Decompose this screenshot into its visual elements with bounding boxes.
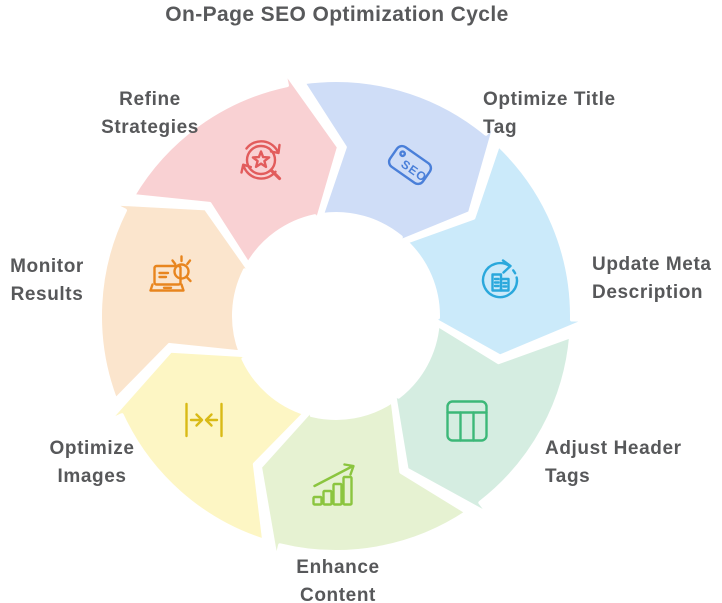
segment-label-line: Optimize	[49, 438, 135, 459]
laptop-search-icon	[149, 255, 193, 292]
segment-label-line: Results	[10, 284, 84, 305]
refresh-document-icon	[481, 259, 519, 299]
segment-label-line: Refine	[119, 89, 181, 110]
segment-label-line: Monitor	[10, 256, 84, 277]
header-table-icon	[446, 400, 488, 443]
compress-width-icon	[185, 402, 223, 438]
segment-label-line: Adjust Header	[545, 438, 682, 459]
segment-label-line: Description	[592, 282, 704, 303]
segment-label-line: Images	[57, 466, 127, 487]
seo-tag-icon: SEO	[387, 144, 432, 186]
cycle-arrow-optimize-title-tag	[301, 78, 499, 246]
cycle-arrow-refine-strategies	[130, 67, 341, 267]
cycle-arrow-adjust-header-tags	[391, 322, 574, 518]
segment-label-line: Tags	[545, 466, 591, 487]
segment-label-line: Tag	[483, 117, 518, 138]
cycle-arrow-monitor-results	[97, 201, 254, 403]
cycle-arrow-optimize-images	[105, 348, 307, 543]
segment-label-line: Enhance	[296, 557, 380, 578]
diagram-title: On-Page SEO Optimization Cycle	[165, 3, 509, 26]
segment-label-line: Content	[300, 585, 376, 603]
cycle-arrow-enhance-content	[258, 398, 469, 563]
cycle-arrow-update-meta-description	[404, 142, 590, 359]
growth-chart-icon	[312, 463, 355, 506]
segment-label-line: Update Meta	[592, 254, 712, 275]
segment-label-line: Strategies	[101, 117, 199, 138]
segment-label-line: Optimize Title	[483, 89, 616, 110]
search-star-icon	[240, 140, 281, 181]
